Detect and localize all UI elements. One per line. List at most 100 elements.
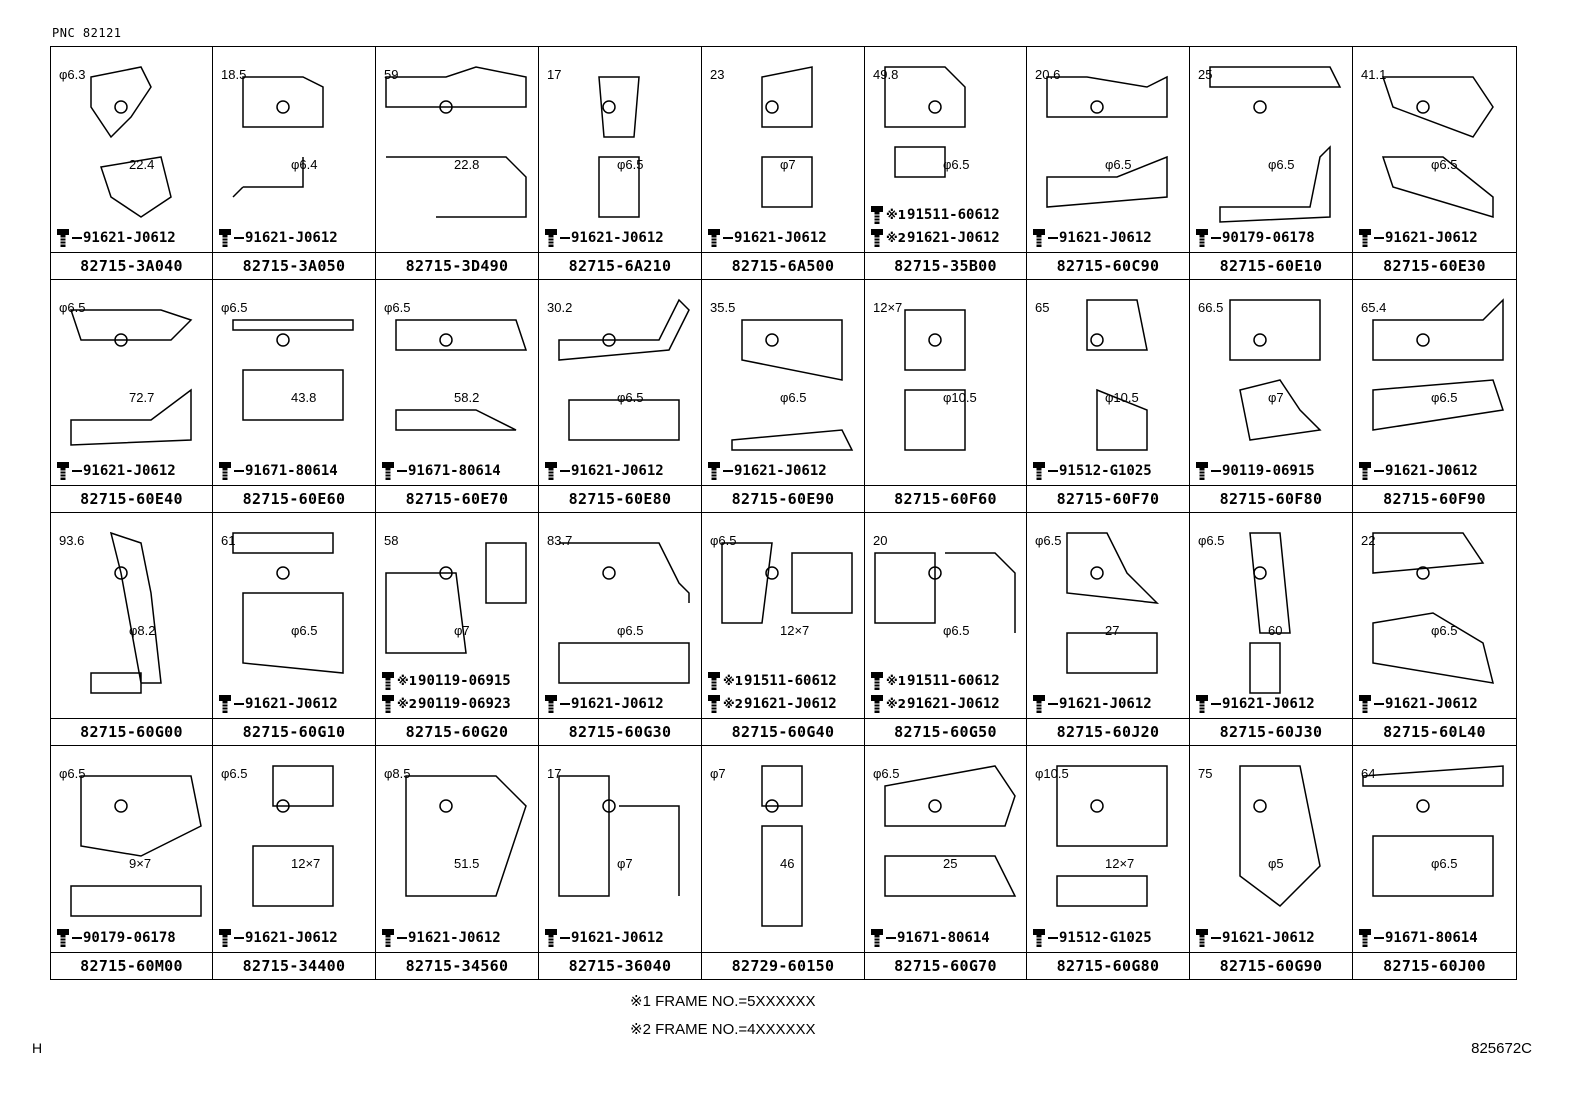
bolt-callout: 90179-06178 — [55, 927, 176, 949]
bolt-icon — [57, 229, 69, 247]
leader-line — [1211, 470, 1221, 472]
bolt-part-number: 90119-06915 — [418, 673, 511, 689]
bolt-icon — [1033, 462, 1045, 480]
leader-line — [72, 937, 82, 939]
bracket-outline — [731, 319, 854, 451]
part-number: 82715-60J00 — [1353, 952, 1516, 979]
bracket-outline — [1046, 75, 1168, 208]
bolt-part-number: 91511-60612 — [907, 673, 1000, 689]
part-number: 82715-60E70 — [376, 485, 538, 512]
bolt-icon — [1359, 462, 1371, 480]
bolt-hole — [276, 100, 290, 114]
bracket-illustration — [385, 542, 527, 654]
bracket-illustration — [1086, 299, 1148, 451]
bolt-part-number: 91621-J0612 — [734, 463, 827, 479]
bolt-hole — [1416, 566, 1430, 580]
bolt-icon — [1359, 229, 1371, 247]
bolt-part-number: 91511-60612 — [744, 673, 837, 689]
bracket-illustration — [1229, 299, 1322, 441]
dimension-label: φ8.5 — [384, 766, 411, 781]
bolt-callout: 90179-06178 — [1194, 227, 1315, 249]
bolt-callout: 91621-J0612 — [380, 927, 501, 949]
leader-line — [234, 237, 244, 239]
bolt-icon — [1359, 695, 1371, 713]
bracket-illustration — [252, 765, 334, 907]
note-2: ※2 FRAME NO.=4XXXXXX — [630, 1021, 816, 1038]
leader-line — [1374, 470, 1384, 472]
dimension-label: φ10.5 — [1035, 766, 1069, 781]
dimension-label: φ6.5 — [221, 300, 248, 315]
bolt-hole — [765, 799, 779, 813]
bolt-hole — [765, 333, 779, 347]
bolt-part-number: 91621-J0612 — [245, 696, 338, 712]
bracket-outline — [761, 765, 803, 927]
bolt-icon — [1033, 929, 1045, 947]
bracket-outline — [1209, 66, 1342, 223]
leader-line — [560, 937, 570, 939]
bolt-hole — [1090, 566, 1104, 580]
leader-line — [397, 937, 407, 939]
dimension-label: 60 — [1268, 623, 1283, 638]
part-number: 82715-60E80 — [539, 485, 701, 512]
part-number: 82715-3A040 — [51, 252, 212, 279]
bracket-illustration — [1372, 532, 1495, 684]
bolt-part-number: 91621-J0612 — [1059, 230, 1152, 246]
bolt-icon — [1196, 695, 1208, 713]
bolt-icon — [708, 229, 720, 247]
bracket-outline — [70, 775, 202, 917]
part-number: 82715-3A050 — [213, 252, 375, 279]
bracket-outline — [1362, 765, 1504, 897]
bolt-hole — [765, 100, 779, 114]
bracket-illustration — [1372, 298, 1504, 431]
bolt-part-number: 91621-J0612 — [245, 930, 338, 946]
bracket-outline — [904, 309, 966, 451]
bolt-callout: 91621-J0612 — [543, 693, 664, 715]
bracket-illustration — [761, 765, 803, 927]
bolt-part-number: 91621-J0612 — [245, 230, 338, 246]
bolt-part-number: 91512-G1025 — [1059, 463, 1152, 479]
part-number: 82715-60G30 — [539, 718, 701, 745]
dimension-label: 18.5 — [221, 67, 247, 82]
bracket-outline — [395, 319, 528, 431]
bolt-icon — [219, 929, 231, 947]
bracket-outline — [405, 775, 527, 897]
dimension-label: 30.2 — [547, 300, 573, 315]
dimension-label: φ7 — [617, 856, 633, 871]
bolt-hole — [1416, 799, 1430, 813]
dimension-label: 75 — [1198, 766, 1213, 781]
bracket-illustration — [1239, 765, 1321, 907]
dimension-label: φ6.5 — [1035, 533, 1062, 548]
dimension-label: φ5 — [1268, 856, 1284, 871]
part-number: 82715-60F60 — [865, 485, 1026, 512]
leader-line — [1211, 937, 1221, 939]
part-number: 82715-60J20 — [1027, 718, 1189, 745]
dimension-label: 20.6 — [1035, 67, 1061, 82]
dimension-label: φ6.5 — [59, 766, 86, 781]
bolt-part-number: 91671-80614 — [408, 463, 501, 479]
dimension-label: φ6.5 — [1431, 157, 1458, 172]
bracket-illustration — [90, 531, 162, 694]
bracket-outline — [1239, 765, 1321, 907]
bracket-outline — [558, 298, 690, 441]
dimension-label: 25 — [1198, 67, 1213, 82]
bracket-illustration — [884, 66, 966, 178]
bolt-hole — [1253, 100, 1267, 114]
bracket-illustration — [232, 319, 354, 421]
